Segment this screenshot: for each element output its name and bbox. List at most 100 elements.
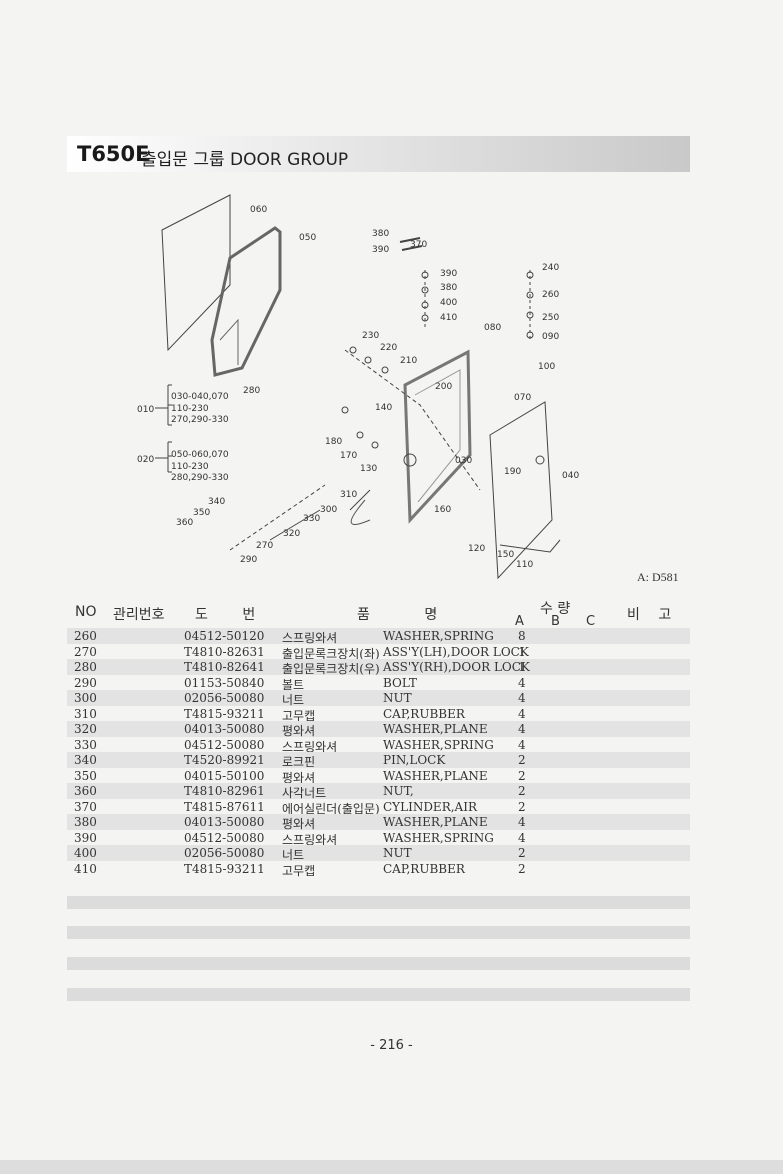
- item-no: 330: [74, 737, 97, 752]
- callout-label: 240: [542, 263, 560, 273]
- qty-a: 1: [518, 644, 526, 659]
- part-number: T4815-87611: [184, 799, 265, 814]
- qty-a: 2: [518, 799, 526, 814]
- callout-label: 030: [455, 456, 473, 466]
- callout-label: 380: [372, 229, 390, 239]
- callout-label: 380: [440, 283, 458, 293]
- diagram-reference: A: D581: [637, 570, 679, 584]
- table-row: 330 04512-50080 스프링와셔 WASHER,SPRING 4: [67, 737, 690, 754]
- english-name: ASS'Y(LH),DOOR LOCK: [383, 644, 529, 659]
- header-qty-b: B: [551, 614, 560, 629]
- callout-label: 010: [137, 405, 155, 415]
- group-range: 110-230: [171, 403, 209, 414]
- qty-a: 2: [518, 768, 526, 783]
- header-no: NO: [75, 604, 97, 620]
- english-name: WASHER,SPRING: [383, 737, 494, 752]
- qty-a: 8: [518, 629, 526, 643]
- part-number: 02056-50080: [184, 691, 265, 705]
- group-range: 030-040,070: [171, 392, 229, 402]
- item-no: 390: [74, 830, 97, 845]
- qty-a: 4: [518, 675, 526, 690]
- glass-panel-right: [489, 401, 553, 580]
- korean-name: 사각너트: [282, 786, 327, 800]
- callout-label: 150: [497, 550, 515, 560]
- callout-label: 280: [243, 386, 261, 396]
- item-no: 270: [74, 644, 97, 659]
- korean-name: 에어실린더(출입문): [282, 801, 380, 816]
- callout-label: 120: [468, 544, 486, 554]
- blank-row: [67, 896, 690, 909]
- model-title: T650E: [77, 142, 150, 166]
- scan-edge: [0, 1160, 783, 1174]
- korean-name: 평와셔: [282, 724, 316, 738]
- item-no: 370: [74, 799, 97, 814]
- part-number: T4810-82631: [184, 644, 265, 659]
- korean-name: 볼트: [282, 677, 305, 692]
- korean-name: 출입문록크장치(좌): [282, 646, 380, 661]
- english-name: BOLT: [383, 675, 417, 690]
- english-name: CAP,RUBBER: [383, 706, 465, 721]
- english-name: ASS'Y(RH),DOOR LOCK: [383, 660, 530, 674]
- callout-label: 200: [435, 382, 453, 392]
- group-range: 270,290-330: [171, 415, 229, 425]
- english-name: WASHER,SPRING: [383, 629, 494, 643]
- item-no: 360: [74, 784, 97, 798]
- qty-a: 4: [518, 722, 526, 736]
- qty-a: 4: [518, 737, 526, 752]
- qty-a: 2: [518, 753, 526, 767]
- part-number: 04512-50080: [184, 830, 265, 845]
- item-no: 260: [74, 629, 97, 643]
- callout-label: 270: [256, 541, 274, 551]
- english-name: NUT: [383, 691, 412, 705]
- english-name: WASHER,SPRING: [383, 830, 494, 845]
- blank-row: [67, 957, 690, 970]
- korean-name: 너트: [282, 693, 305, 707]
- part-number: T4520-89921: [184, 753, 265, 767]
- header-part-name: 품 명: [357, 607, 438, 623]
- item-no: 300: [74, 691, 97, 705]
- qty-a: 4: [518, 706, 526, 721]
- callout-label: 220: [380, 343, 398, 353]
- english-name: WASHER,PLANE: [383, 722, 488, 736]
- exploded-parts-diagram: [155, 194, 561, 580]
- callout-label: 330: [303, 514, 321, 524]
- english-name: CYLINDER,AIR: [383, 799, 477, 814]
- group-range: 110-230: [171, 461, 209, 472]
- korean-name: 출입문록크장치(우): [282, 662, 380, 676]
- callout-label: 190: [504, 467, 522, 477]
- qty-a: 2: [518, 846, 526, 860]
- blank-row: [67, 988, 690, 1001]
- qty-a: 4: [518, 815, 526, 829]
- callout-label: 250: [542, 313, 560, 323]
- item-no: 290: [74, 675, 97, 690]
- part-number: 04512-50080: [184, 737, 265, 752]
- part-number: T4810-82961: [184, 784, 265, 798]
- blank-row: [67, 926, 690, 939]
- title-bar: [67, 136, 690, 172]
- part-number: 04013-50080: [184, 815, 265, 829]
- header-quantity: 수 량: [540, 601, 571, 617]
- item-no: 340: [74, 753, 97, 767]
- group-range: 280,290-330: [171, 473, 229, 483]
- group-range: 050-060,070: [171, 450, 229, 460]
- callout-label: 360: [176, 518, 194, 528]
- callout-label: 370: [410, 240, 428, 250]
- callout-label: 390: [440, 269, 458, 279]
- callout-label: 320: [283, 529, 301, 539]
- part-number: T4810-82641: [184, 660, 265, 674]
- table-row: 370 T4815-87611 에어실린더(출입문)CYLINDER,AIR 2: [67, 799, 690, 816]
- callout-label: 400: [440, 298, 458, 308]
- callout-label: 230: [362, 331, 380, 341]
- part-number: 02056-50080: [184, 846, 265, 860]
- callout-label: 110: [516, 560, 534, 570]
- korean-name: 스프링와셔: [282, 739, 338, 754]
- english-name: WASHER,PLANE: [383, 768, 488, 783]
